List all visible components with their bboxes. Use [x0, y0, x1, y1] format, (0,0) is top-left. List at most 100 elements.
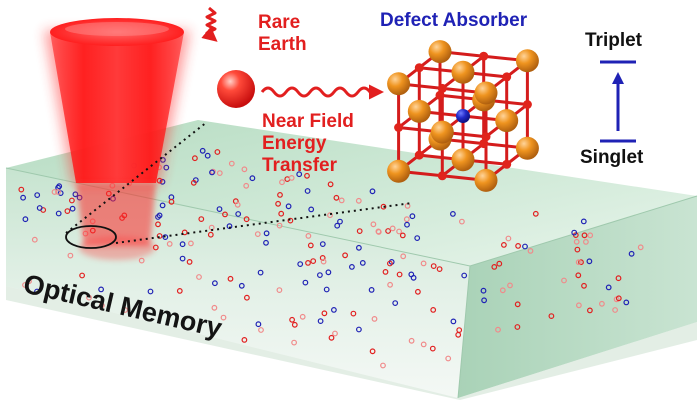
dopant-particle: [370, 221, 377, 228]
dopant-particle: [337, 218, 343, 225]
dopant-particle: [385, 228, 392, 234]
dopant-particle: [445, 355, 452, 362]
dopant-particle: [380, 203, 387, 210]
dopant-particle: [548, 313, 555, 320]
dopant-particle: [69, 205, 76, 212]
zoom-line: [115, 202, 413, 244]
dopant-particle: [328, 334, 335, 341]
dopant-particle: [396, 228, 403, 235]
dopant-particle: [211, 304, 218, 311]
dopant-particle: [179, 241, 186, 248]
dopant-particle: [356, 228, 363, 235]
dopant-particle: [156, 212, 163, 219]
dopant-particle: [459, 218, 465, 225]
dopant-particle: [583, 238, 589, 245]
dopant-particle: [515, 242, 521, 249]
dopant-particle: [430, 307, 437, 313]
dopant-particle: [574, 246, 581, 253]
dopant-particle: [317, 272, 323, 279]
dopant-particle: [254, 231, 261, 238]
lattice-atom: [428, 40, 452, 64]
dopant-particle: [64, 208, 71, 215]
dopant-particle: [612, 307, 618, 313]
dopant-particle: [196, 274, 202, 280]
dopant-particle: [420, 341, 427, 348]
dopant-particle: [220, 314, 227, 321]
dopant-particle: [307, 242, 314, 249]
dopant-particle: [207, 231, 214, 238]
dopant-particle: [355, 197, 362, 204]
dopant-particle: [278, 210, 285, 217]
dopant-particle: [319, 241, 326, 248]
dopant-particle: [327, 181, 334, 188]
lattice-atom: [515, 49, 539, 73]
dopant-particle: [199, 147, 206, 154]
dopant-particle: [368, 287, 375, 293]
dopant-particle: [615, 275, 622, 282]
dopant-particle: [409, 213, 416, 220]
dopant-particle: [198, 216, 205, 223]
lattice-atom: [430, 120, 454, 144]
dopant-particle: [51, 189, 58, 195]
dopant-particle: [319, 254, 326, 261]
dopant-particle: [68, 197, 75, 204]
dopant-particle: [455, 331, 462, 338]
dopant-particle: [576, 302, 582, 309]
dopant-particle: [187, 240, 194, 247]
singlet-label: Singlet: [580, 147, 644, 168]
dopant-particle: [420, 260, 427, 267]
dopant-particle: [623, 299, 630, 306]
energy-level-diagram: [600, 60, 636, 143]
crystal-lattice-cube-icon: [387, 40, 539, 192]
dopant-particle: [204, 152, 211, 159]
lattice-atom-small: [522, 100, 532, 109]
lattice-atom-small: [414, 150, 424, 160]
slab-top-face: [6, 120, 697, 266]
dopant-particle: [299, 313, 306, 320]
lattice-atom-small: [394, 123, 404, 132]
defect-atom: [456, 109, 470, 123]
dopant-particle: [369, 348, 376, 355]
dopant-particle: [227, 275, 234, 282]
dopant-particle: [396, 271, 403, 278]
dopant-particle: [20, 194, 27, 201]
dopant-particle: [57, 190, 64, 197]
lattice-atom: [387, 159, 411, 183]
dopant-particle: [349, 264, 355, 270]
dopant-particle: [450, 210, 456, 217]
lattice-atom: [474, 168, 498, 192]
dopant-particle: [179, 255, 186, 262]
dopant-particle: [228, 160, 235, 167]
dopant-particle: [573, 238, 580, 245]
dopant-particle: [211, 280, 218, 287]
dopant-particle: [297, 261, 304, 268]
slab-right-face: [458, 196, 697, 398]
dopant-particle: [332, 330, 338, 337]
dopant-particle: [389, 225, 396, 232]
red-sphere-icon: [217, 70, 255, 108]
dopant-particle: [18, 186, 25, 193]
dopant-particle: [387, 281, 394, 288]
dopant-particle: [289, 316, 296, 323]
dopant-particle: [338, 197, 345, 204]
slab-edge: [457, 265, 471, 399]
laser-beam-cone-icon: [44, 18, 190, 260]
dopant-particle: [263, 230, 270, 237]
dopant-particle: [321, 310, 328, 317]
dopant-particle: [581, 282, 587, 289]
dopant-particle: [356, 326, 362, 333]
dopant-particle: [288, 174, 295, 181]
lattice-atom: [451, 60, 475, 84]
lattice-atom-small: [437, 83, 447, 93]
dopant-particle: [98, 302, 105, 309]
dopant-particle: [580, 218, 587, 225]
dopant-particle: [527, 247, 534, 254]
dopant-particle: [495, 326, 501, 333]
dopant-particle: [587, 232, 594, 239]
dopant-particle: [599, 300, 605, 307]
dopant-particle: [327, 212, 333, 219]
dopant-particle: [277, 191, 283, 198]
